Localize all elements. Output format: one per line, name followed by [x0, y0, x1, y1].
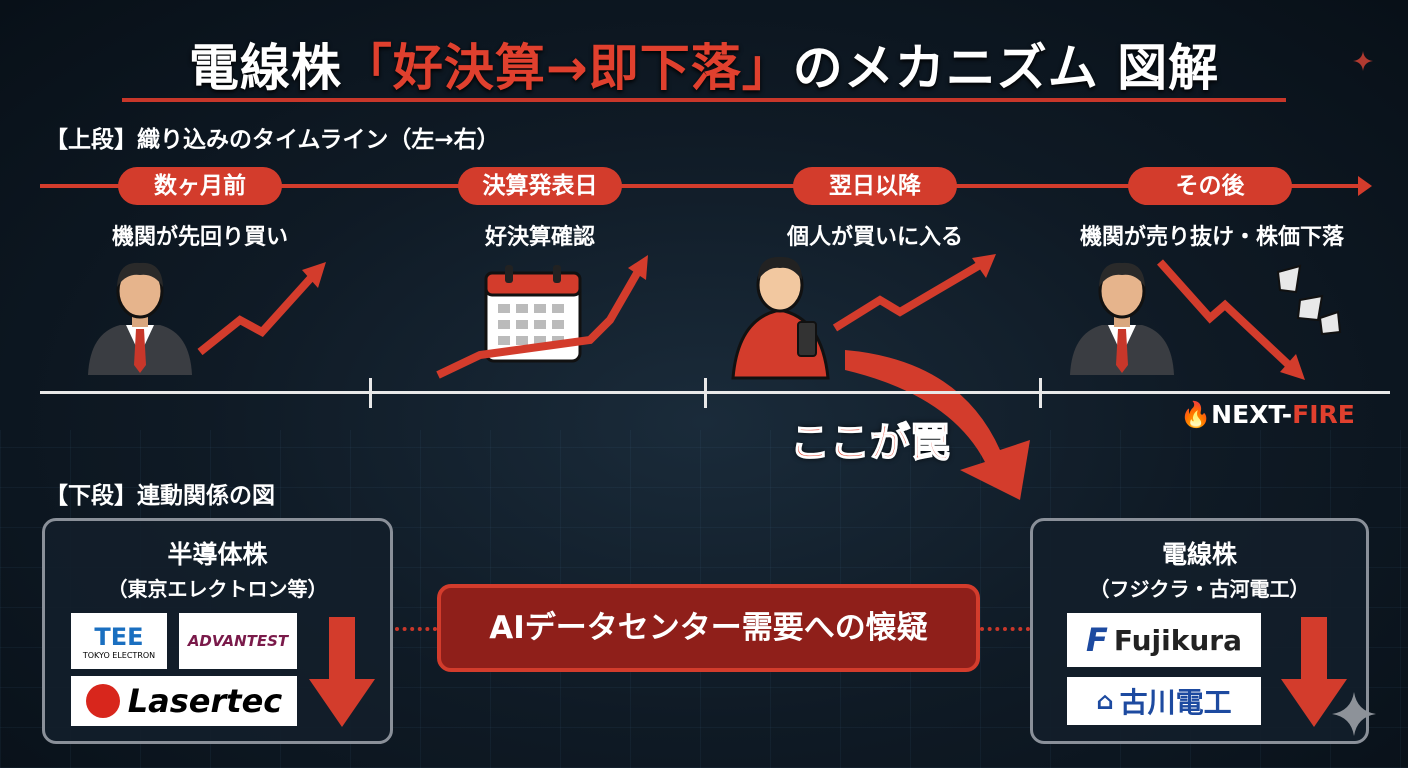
brand-logo: 🔥NEXT-FIRE	[1180, 400, 1355, 429]
stage-pill: 決算発表日	[458, 167, 622, 205]
stage-caption: 好決算確認	[484, 225, 595, 250]
timeline-arrow	[40, 184, 1365, 188]
box-title: 電線株	[1161, 540, 1237, 569]
ai-datacenter-skepticism-badge: AIデータセンター需要への懐疑	[437, 584, 980, 672]
advantest-logo: ADVANTEST	[179, 613, 297, 669]
connector-dots	[395, 627, 437, 631]
flame-icon: 🔥	[1180, 400, 1212, 429]
stage-pill: その後	[1128, 167, 1292, 205]
retail-investor-phone-icon	[731, 256, 830, 380]
axis-tick	[369, 378, 372, 408]
torn-bills-icon	[1276, 264, 1342, 336]
furukawa-logo: ⌂古川電工	[1067, 677, 1261, 725]
lower-section-label: 【下段】連動関係の図	[45, 483, 275, 509]
down-arrow-icon	[309, 617, 375, 727]
page-title: 電線株「好決算→即下落」のメカニズム 図解	[188, 39, 1220, 97]
timeline-arrow-head	[1358, 176, 1372, 196]
stage-caption: 個人が買いに入る	[786, 225, 963, 250]
sparkle-icon	[1353, 51, 1373, 71]
box-title: 半導体株	[167, 540, 268, 569]
timeline-illustrations	[86, 254, 1342, 500]
calendar-icon	[484, 265, 582, 363]
upper-section-label: 【上段】織り込みのタイムライン（左→右）	[45, 127, 500, 153]
businessman-icon	[1068, 261, 1176, 377]
sparkle-icon	[1332, 692, 1376, 736]
stage-caption: 機関が先回り買い	[111, 225, 288, 250]
trap-label: ここが罠	[789, 419, 951, 467]
businessman-icon	[86, 261, 194, 377]
stage-pill: 数ヶ月前	[118, 167, 282, 205]
stage-pill: 翌日以降	[793, 167, 957, 205]
timeline-axis	[40, 391, 1390, 394]
connector-dots	[980, 627, 1030, 631]
down-arrow-icon	[1281, 617, 1347, 727]
box-subtitle: （東京エレクトロン等）	[107, 577, 328, 601]
axis-tick	[1039, 378, 1042, 408]
title-underline	[122, 98, 1286, 102]
box-subtitle: （フジクラ・古河電工）	[1089, 577, 1310, 601]
axis-tick	[704, 378, 707, 408]
trap-curved-arrow	[845, 350, 1030, 500]
stage-caption: 機関が売り抜け・株価下落	[1079, 225, 1344, 250]
lasertec-logo: Lasertec	[71, 676, 297, 726]
